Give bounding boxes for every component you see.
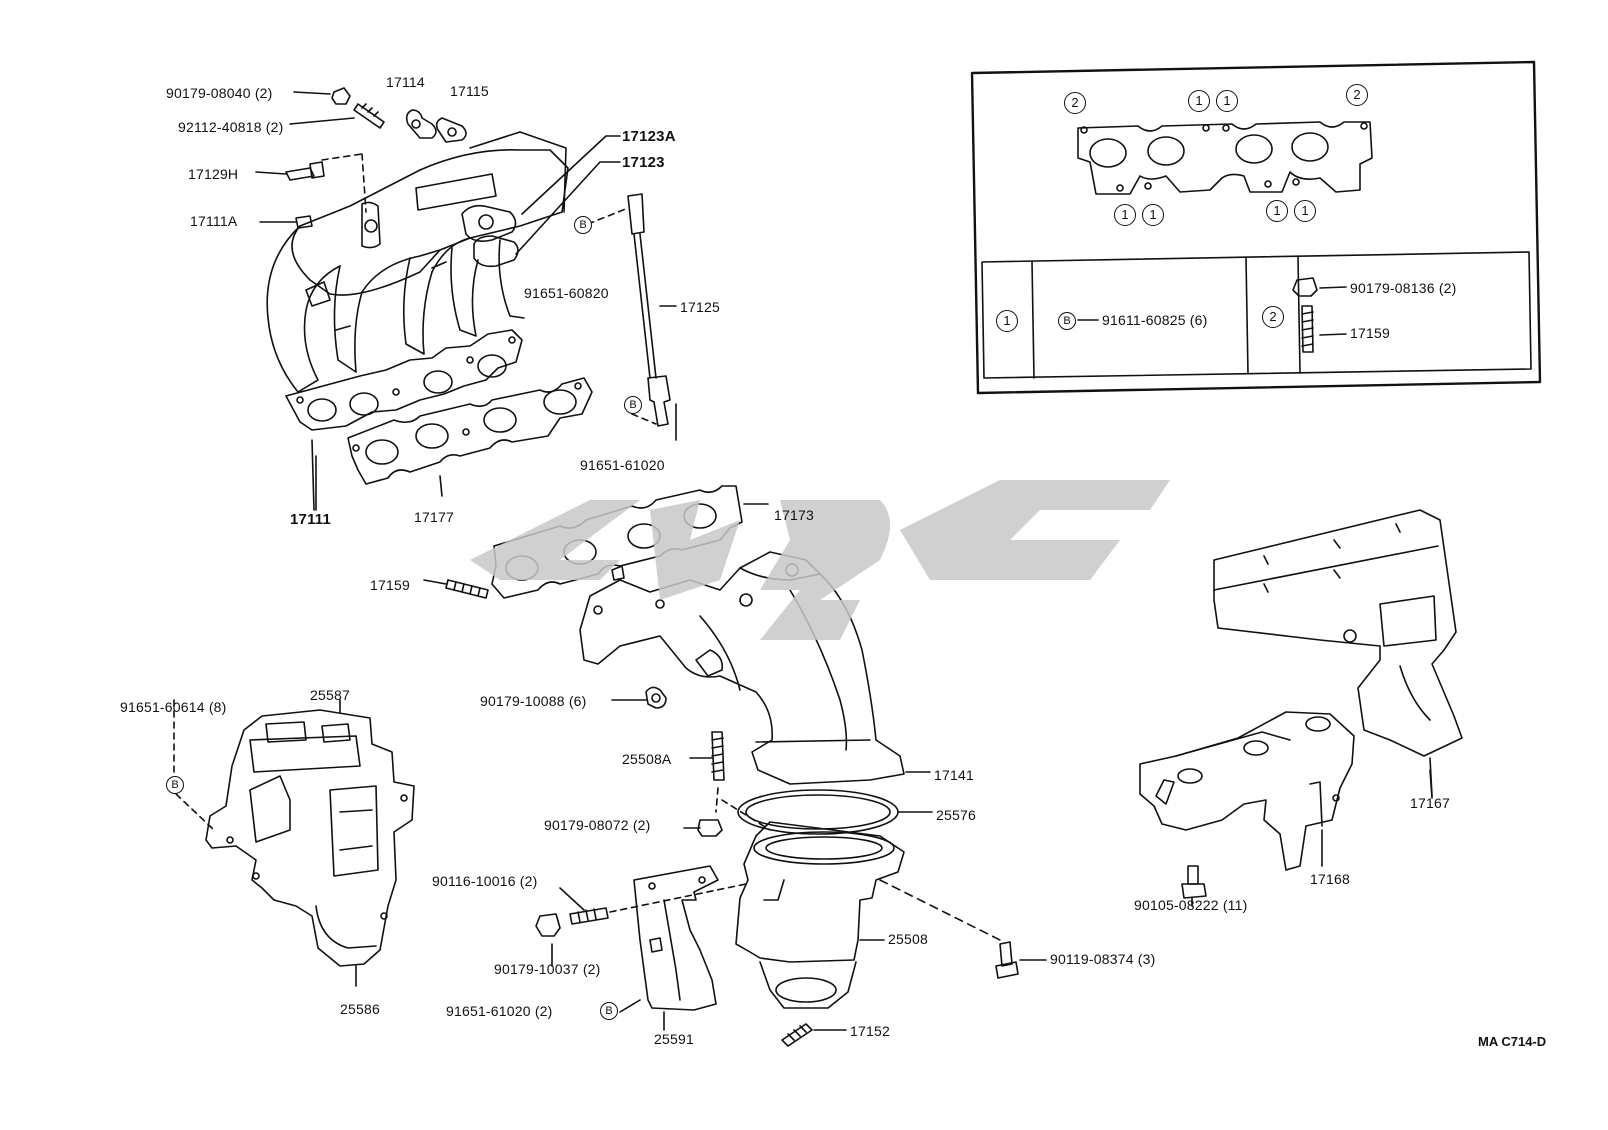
bolt-90105-08222: [1181, 865, 1207, 907]
bolt-group-top-left: [255, 87, 467, 229]
catalytic-converter-25508: [735, 821, 1001, 1009]
label-25591: 25591: [654, 1031, 694, 1047]
label-17114: 17114: [386, 74, 425, 90]
gasket-ring-25576: [737, 789, 933, 835]
label-25508: 25508: [888, 931, 928, 947]
marker-b-91651-61020-top: B: [624, 396, 642, 414]
label-17159: 17159: [370, 577, 410, 593]
marker-two-inset-right: 2: [1346, 84, 1368, 106]
watermark-shape: [900, 480, 1170, 580]
label-17168: 17168: [1310, 871, 1350, 887]
label-17173: 17173: [774, 507, 814, 523]
label-90116-10016: 90116-10016 (2): [432, 873, 538, 889]
marker-one-inset-top-b: 1: [1216, 90, 1238, 112]
bracket-25591: [619, 865, 719, 1031]
nut-90179-10088: [611, 686, 667, 709]
watermark-logo: [470, 480, 1170, 640]
label-90105-08222: 90105-08222 (11): [1134, 897, 1248, 913]
label-17129H: 17129H: [188, 166, 239, 182]
drawing-code: MA C714-D: [1478, 1034, 1547, 1049]
label-17177: 17177: [414, 509, 454, 525]
label-92112-40818: 92112-40818 (2): [178, 119, 284, 135]
label-90119-08374: 90119-08374 (3): [1050, 951, 1156, 967]
marker-one-table: 1: [996, 310, 1018, 332]
label-25587: 25587: [310, 687, 350, 703]
marker-one-inset-top-a: 1: [1188, 90, 1210, 112]
leader-lines: [315, 403, 1433, 799]
label-17167: 17167: [1410, 795, 1450, 811]
marker-one-inset-bottom-c: 1: [1266, 200, 1288, 222]
heat-insulator-17167: [1213, 509, 1463, 797]
label-17159-inset: 17159: [1350, 325, 1390, 341]
stud-90116-10016: [535, 883, 747, 967]
label-90179-08040: 90179-08040 (2): [166, 85, 273, 101]
watermark-shape: [650, 500, 740, 600]
marker-b-91651-61020-bottom: B: [600, 1002, 618, 1020]
exhaust-manifold-17111: [266, 131, 569, 431]
bolt-90119-08374: [995, 941, 1047, 979]
stud-17152: [781, 1023, 847, 1047]
stud-25508A: [683, 731, 771, 837]
gasket-inset-panel: [970, 60, 1542, 395]
marker-two-table: 2: [1262, 306, 1284, 328]
marker-b-table: B: [1058, 312, 1076, 330]
label-17111A: 17111A: [190, 213, 238, 229]
label-91651-61020-bottom: 91651-61020 (2): [446, 1003, 553, 1019]
label-17115: 17115: [450, 83, 489, 99]
label-90179-08136: 90179-08136 (2): [1350, 280, 1457, 296]
exhaust-manifold-17141: [579, 551, 931, 785]
label-25576: 25576: [936, 807, 976, 823]
watermark-shape: [470, 500, 640, 580]
label-25586: 25586: [340, 1001, 380, 1017]
marker-b-91651-60820: B: [574, 216, 592, 234]
label-17152: 17152: [850, 1023, 890, 1039]
marker-one-inset-bottom-a: 1: [1114, 204, 1136, 226]
marker-b-91651-60614: B: [166, 776, 184, 794]
label-90179-10037: 90179-10037 (2): [494, 961, 601, 977]
label-25508A: 25508A: [622, 751, 672, 767]
marker-one-inset-bottom-b: 1: [1142, 204, 1164, 226]
label-17111: 17111: [290, 511, 332, 528]
watermark-shape: [760, 500, 890, 640]
label-91611-60825: 91611-60825 (6): [1102, 312, 1208, 328]
label-90179-08072: 90179-08072 (2): [544, 817, 651, 833]
heat-insulator-25587: [173, 699, 415, 987]
inset-gasket: [1077, 121, 1373, 195]
label-17141: 17141: [934, 767, 974, 783]
label-90179-10088: 90179-10088 (6): [480, 693, 587, 709]
gasket-17177: [311, 377, 593, 511]
label-17123A: 17123A: [622, 128, 676, 145]
marker-one-inset-bottom-d: 1: [1294, 200, 1316, 222]
label-17123: 17123: [622, 154, 665, 171]
label-91651-61020-top: 91651-61020: [580, 457, 665, 473]
sensor-gasket-17123: [461, 135, 621, 268]
stud-17159: [423, 579, 489, 599]
oxygen-sensor-17125: [587, 193, 677, 427]
label-91651-60614: 91651-60614 (8): [120, 699, 227, 715]
heat-insulator-17168: [1139, 711, 1355, 871]
label-17125: 17125: [680, 299, 720, 315]
marker-two-inset-left: 2: [1064, 92, 1086, 114]
label-91651-60820: 91651-60820: [524, 285, 609, 301]
